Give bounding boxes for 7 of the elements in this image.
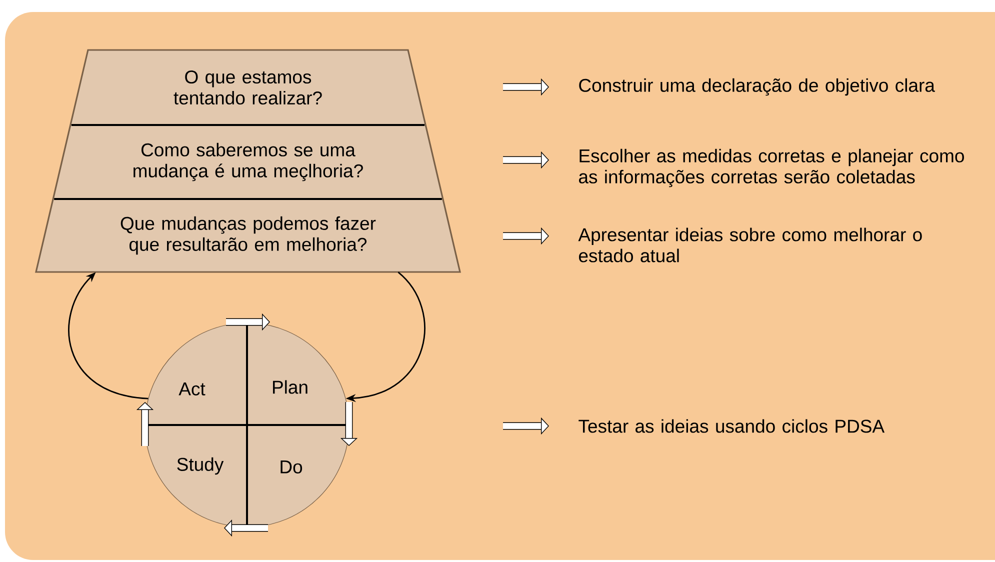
question-band: Como saberemos se uma mudança é uma meçlhoria? xyxy=(53,125,443,199)
step-text: Construir uma declaração de objetivo clara xyxy=(579,78,935,96)
step-text: Testar as ideias usando ciclos PDSA xyxy=(578,419,885,433)
step-text: Apresentar ideias sobre como melhorar o estado atual xyxy=(578,228,922,262)
step-text: Escolher as medidas corretas e planejar como as informações corretas serão coletadas xyxy=(579,148,964,188)
question-band: Que mudanças podemos fazer que resultarão em melhoria? xyxy=(36,199,460,272)
question-band: O que estamos tentando realizar? xyxy=(70,50,426,125)
